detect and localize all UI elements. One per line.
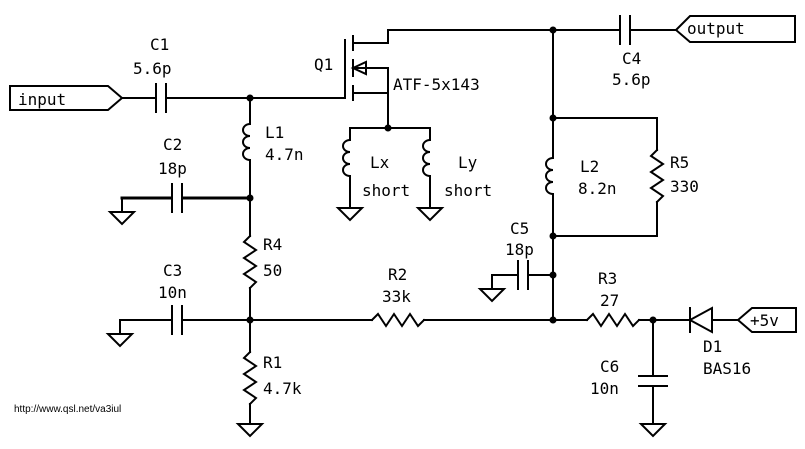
r5-ref-label: R5 <box>670 153 689 172</box>
r1-ref-label: R1 <box>263 353 282 372</box>
c6-value-label: 10n <box>590 379 619 398</box>
resistor-r3 <box>585 312 641 328</box>
inductor-ly <box>415 138 445 222</box>
capacitor-c6 <box>638 375 668 387</box>
resistor-r5 <box>649 148 665 204</box>
l2-ref-label: L2 <box>580 157 599 176</box>
output-port: output <box>674 15 796 43</box>
l1-value-label: 4.7n <box>265 145 304 164</box>
ground-c6 <box>638 423 668 438</box>
lx-ref-label: Lx <box>370 153 390 172</box>
r4-value-label: 50 <box>263 261 282 280</box>
q1-ref-label: Q1 <box>314 55 333 74</box>
supply-port: +5v <box>736 307 797 333</box>
resistor-r2 <box>370 312 426 328</box>
credit-url: http://www.qsl.net/va3iul <box>14 404 121 415</box>
r2-value-label: 33k <box>382 287 411 306</box>
resistor-r1 <box>242 350 258 406</box>
input-port: input <box>9 85 124 111</box>
l1-ref-label: L1 <box>265 123 284 142</box>
c2-ref-label: C2 <box>163 135 182 154</box>
c4-value-label: 5.6p <box>612 70 651 89</box>
ground-c3 <box>105 333 135 348</box>
capacitor-c4 <box>619 15 631 45</box>
input-port-label: input <box>18 90 66 109</box>
c5-ref-label: C5 <box>510 219 529 238</box>
q1-part-label: ATF-5x143 <box>393 75 480 94</box>
capacitor-c5 <box>517 260 529 290</box>
r2-ref-label: R2 <box>388 265 407 284</box>
capacitor-c2 <box>171 183 183 213</box>
ground-c5 <box>477 288 507 303</box>
c5-value-label: 18p <box>505 240 534 259</box>
lx-value-label: short <box>362 181 410 200</box>
inductor-l2 <box>545 156 555 196</box>
capacitor-c1 <box>155 83 167 113</box>
r5-value-label: 330 <box>670 177 699 196</box>
ly-ref-label: Ly <box>458 153 478 172</box>
c3-ref-label: C3 <box>163 261 182 280</box>
c3-value-label: 10n <box>158 283 187 302</box>
output-port-label: output <box>687 19 745 38</box>
l2-value-label: 8.2n <box>578 179 617 198</box>
transistor-q1 <box>344 29 389 129</box>
ground-r1 <box>235 423 265 438</box>
resistor-r4 <box>242 234 258 290</box>
c4-ref-label: C4 <box>622 49 641 68</box>
c1-ref-label: C1 <box>150 35 169 54</box>
d1-ref-label: D1 <box>703 337 722 356</box>
d1-part-label: BAS16 <box>703 359 751 378</box>
supply-port-label: +5v <box>750 311 779 330</box>
c2-value-label: 18p <box>158 159 187 178</box>
inductor-l1 <box>242 122 252 162</box>
r1-value-label: 4.7k <box>263 379 302 398</box>
ly-value-label: short <box>444 181 492 200</box>
ground-c2 <box>107 211 137 226</box>
capacitor-c3 <box>171 305 183 335</box>
c6-ref-label: C6 <box>600 357 619 376</box>
inductor-lx <box>335 138 365 222</box>
c1-value-label: 5.6p <box>133 59 172 78</box>
diode-d1 <box>687 306 713 334</box>
r3-ref-label: R3 <box>598 269 617 288</box>
r4-ref-label: R4 <box>263 235 282 254</box>
r3-value-label: 27 <box>600 291 619 310</box>
